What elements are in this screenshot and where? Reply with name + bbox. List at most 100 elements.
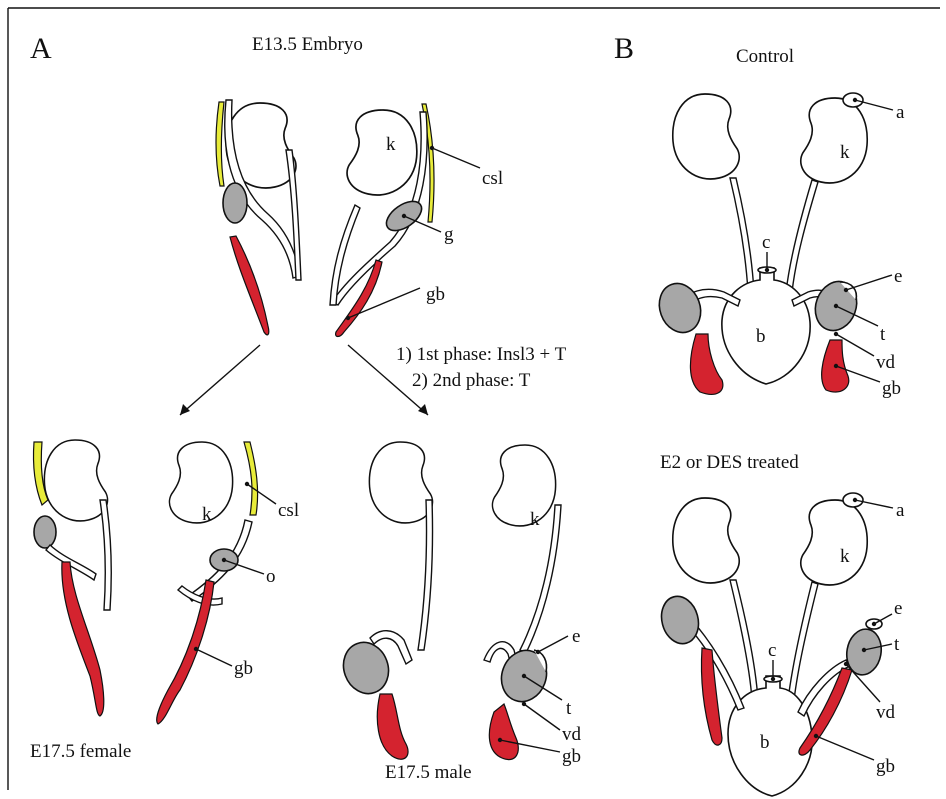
leader-dot-g <box>402 214 406 218</box>
female-leader-dot-gb <box>194 647 198 651</box>
panel-label-b: B <box>614 32 634 65</box>
treated-leader-dot-a <box>853 498 857 502</box>
female-kidney-left <box>44 440 107 521</box>
control-leader-dot-t <box>834 304 838 308</box>
treated-label-c: c <box>768 640 776 661</box>
male-duct-left <box>418 500 433 650</box>
male-kidney-right <box>492 445 555 526</box>
male-right: k e t vd gb <box>484 445 582 767</box>
female-leader-dot-o <box>222 558 226 562</box>
arrow-female <box>180 345 260 415</box>
male-duct-right <box>520 505 561 653</box>
control-leader-e <box>846 275 892 290</box>
control-testis-left <box>653 278 708 339</box>
control-label-a: a <box>896 102 905 123</box>
control-bladder <box>722 268 810 384</box>
control-label-k: k <box>840 142 850 163</box>
male-leader-dot-gb <box>498 738 502 742</box>
title-e17-male: E17.5 male <box>385 762 472 783</box>
control-label-t: t <box>880 324 886 345</box>
treated-leader-dot-gb <box>814 734 818 738</box>
treated-label-k: k <box>840 546 850 567</box>
male-label-vd: vd <box>562 724 582 745</box>
female-left <box>33 440 111 716</box>
arrows <box>180 345 428 415</box>
female-duct-left <box>100 500 111 610</box>
title-control: Control <box>736 46 794 67</box>
control-leader-dot-a <box>853 98 857 102</box>
leader-dot-gb <box>346 316 350 320</box>
male-label-gb: gb <box>562 746 581 767</box>
label-gb: gb <box>426 284 445 305</box>
male-leader-dot-vd <box>522 702 526 706</box>
gubernaculum-left <box>230 236 269 335</box>
male-gubernaculum-right <box>489 704 518 760</box>
female-label-k: k <box>202 504 212 525</box>
title-e2-des-treated: E2 or DES treated <box>660 452 799 473</box>
female-label-o: o <box>266 566 276 587</box>
male-label-e: e <box>572 626 580 647</box>
female-gubernaculum-left <box>62 562 104 716</box>
treated-diagram: k a c b e t vd gb <box>656 493 905 796</box>
treated-label-gb: gb <box>876 756 895 777</box>
male-label-t: t <box>566 698 572 719</box>
treated-leader-gb <box>816 736 874 760</box>
treated-ureter-right <box>788 582 818 700</box>
treated-testis-left <box>656 592 703 648</box>
phase-2-text: 2) 2nd phase: T <box>412 370 531 391</box>
treated-label-e: e <box>894 598 902 619</box>
label-k: k <box>386 134 396 155</box>
control-kidney-left <box>673 94 739 179</box>
male-leader-dot-e <box>536 650 540 654</box>
treated-kidney-left <box>673 498 739 583</box>
treated-leader-dot-vd <box>844 662 848 666</box>
female-csl-right <box>244 442 258 515</box>
e13-left-urogenital <box>216 100 301 335</box>
control-label-gb: gb <box>882 378 901 399</box>
male-gubernaculum-left <box>377 694 408 759</box>
treated-leader-dot-e <box>872 622 876 626</box>
male-leader-dot-t <box>522 674 526 678</box>
control-label-b: b <box>756 326 766 347</box>
control-leader-dot-gb <box>834 364 838 368</box>
e13-right-urogenital: k csl g gb <box>330 104 503 337</box>
male-testis-left <box>336 636 395 700</box>
label-csl: csl <box>482 168 503 189</box>
treated-label-a: a <box>896 500 905 521</box>
female-gubernaculum-right <box>157 580 214 724</box>
control-gubernaculum-left <box>690 334 722 394</box>
treated-label-vd: vd <box>876 702 896 723</box>
control-leader-dot-e <box>844 288 848 292</box>
treated-label-t: t <box>894 634 900 655</box>
female-label-csl: csl <box>278 500 299 521</box>
csl-left <box>216 102 224 186</box>
treated-leader-dot-t <box>862 648 866 652</box>
panel-label-a: A <box>30 32 52 65</box>
male-label-k: k <box>530 509 540 530</box>
leader-csl <box>432 148 480 168</box>
treated-ureter-left <box>730 580 758 700</box>
control-leader-dot-vd <box>834 332 838 336</box>
female-leader-gb <box>196 649 232 666</box>
control-diagram: k a c b e t vd gb <box>653 93 905 399</box>
leader-dot-csl <box>430 146 434 150</box>
female-leader-dot-csl <box>245 482 249 486</box>
male-left <box>336 442 432 759</box>
kidney-right <box>347 110 417 195</box>
title-e13-embryo: E13.5 Embryo <box>252 34 363 55</box>
phase-1-text: 1) 1st phase: Insl3 + T <box>396 344 567 365</box>
control-ureter-right <box>786 180 818 292</box>
control-label-e: e <box>894 266 902 287</box>
female-right: k csl o gb <box>157 442 299 724</box>
male-kidney-left <box>369 442 432 523</box>
arrowhead-female <box>180 404 190 415</box>
control-label-c: c <box>762 232 770 253</box>
female-ovary-left <box>34 516 56 548</box>
male-leader-e <box>538 636 568 652</box>
control-label-vd: vd <box>876 352 896 373</box>
female-label-gb: gb <box>234 658 253 679</box>
gonad-left <box>223 183 247 223</box>
label-g: g <box>444 224 454 245</box>
treated-kidney-right <box>801 500 867 585</box>
